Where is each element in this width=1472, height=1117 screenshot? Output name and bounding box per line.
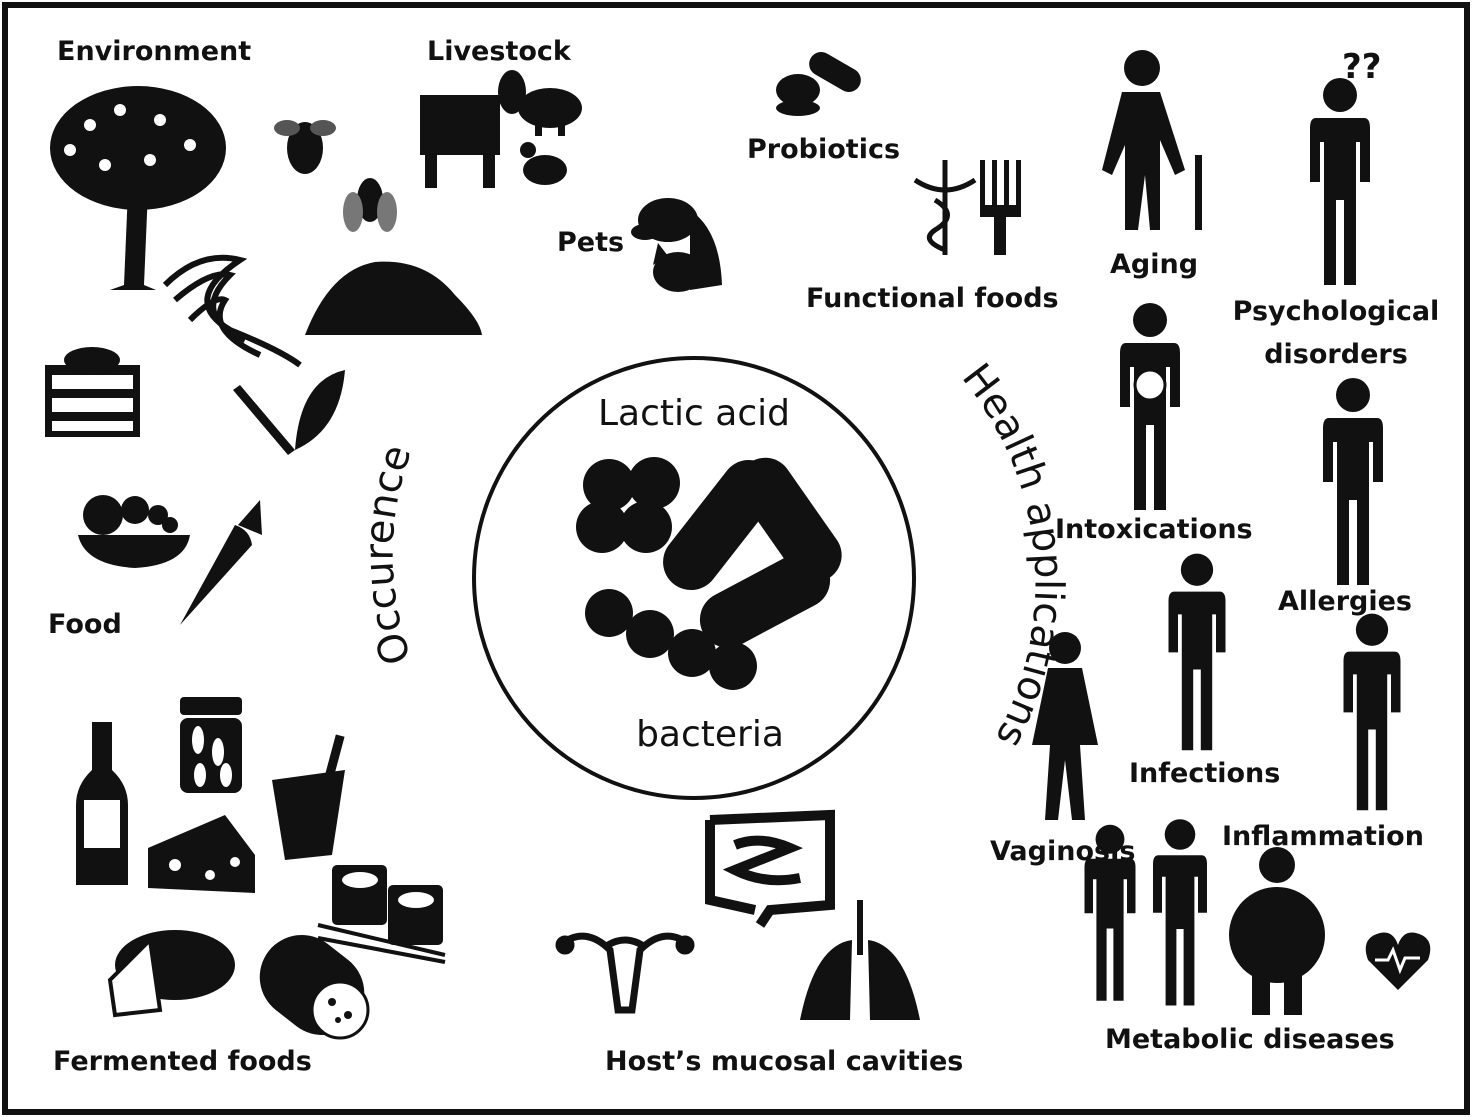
cheese-wedge-icon (148, 815, 255, 893)
heart-icon (1365, 932, 1431, 990)
cheese-wheel-icon (107, 930, 235, 1018)
fruit-bowl-icon (78, 495, 190, 568)
label-functional-foods: Functional foods (806, 283, 1059, 314)
label-metabolic-diseases: Metabolic diseases (1105, 1024, 1395, 1055)
chicken-icon (520, 142, 567, 185)
label-mucosal-cavities: Host’s mucosal cavities (605, 1046, 963, 1077)
pets-icon (631, 198, 722, 292)
fly-icon (343, 178, 397, 232)
inflammation-person-icon (1343, 613, 1401, 811)
center-bacteria: Lactic acid bacteria (472, 356, 916, 800)
label-probiotics: Probiotics (747, 134, 900, 165)
infections-person-icon (1168, 553, 1226, 751)
label-intoxications: Intoxications (1055, 514, 1253, 545)
intoxications-person-icon (1120, 303, 1180, 510)
center-circle (472, 356, 916, 800)
bee-icon (274, 120, 336, 174)
pills-icon (776, 52, 861, 116)
yogurt-cup-icon (272, 734, 345, 860)
center-title-line1: Lactic acid (598, 393, 790, 434)
lungs-icon (800, 900, 920, 1020)
label-livestock: Livestock (427, 36, 572, 67)
pig-icon (518, 88, 582, 136)
bacteria-icon (576, 457, 842, 690)
label-psychological-line2: disorders (1264, 339, 1408, 370)
label-aging: Aging (1110, 249, 1198, 280)
label-pets: Pets (557, 227, 624, 258)
uterus-icon (555, 932, 695, 1014)
intestine-icon (705, 809, 835, 928)
normal-person-icon (1153, 819, 1207, 1006)
river-icon (162, 254, 302, 368)
occurrence-arc-label: Occurence (356, 439, 420, 670)
caduceus-icon (913, 160, 977, 255)
label-food: Food (48, 609, 122, 640)
psychological-person-icon (1310, 78, 1370, 285)
crate-icon (45, 347, 140, 437)
vaginosis-person-icon (1032, 632, 1098, 820)
poison-symbol-icon (1133, 368, 1167, 402)
center-title-line2: bacteria (636, 714, 784, 755)
aging-person-icon (1102, 50, 1202, 230)
tree-icon (50, 86, 226, 290)
salami-icon (259, 934, 370, 1040)
carrot-icon (180, 500, 262, 625)
soil-heap-icon (305, 261, 482, 335)
label-fermented-foods: Fermented foods (53, 1046, 312, 1077)
label-infections: Infections (1129, 758, 1280, 789)
wine-bottle-icon (76, 722, 128, 885)
obese-person-icon (1229, 847, 1325, 1015)
fork-icon (980, 160, 1021, 255)
label-psychological-line1: Psychological (1233, 296, 1440, 327)
label-inflammation: Inflammation (1222, 821, 1424, 852)
label-allergies: Allergies (1278, 586, 1412, 617)
wheat-leaf-icon (233, 370, 345, 455)
label-environment: Environment (57, 36, 251, 67)
cow-icon (420, 70, 526, 188)
pickle-jar-icon (180, 697, 242, 793)
sushi-icon (317, 865, 446, 964)
allergies-person-icon (1323, 378, 1383, 585)
